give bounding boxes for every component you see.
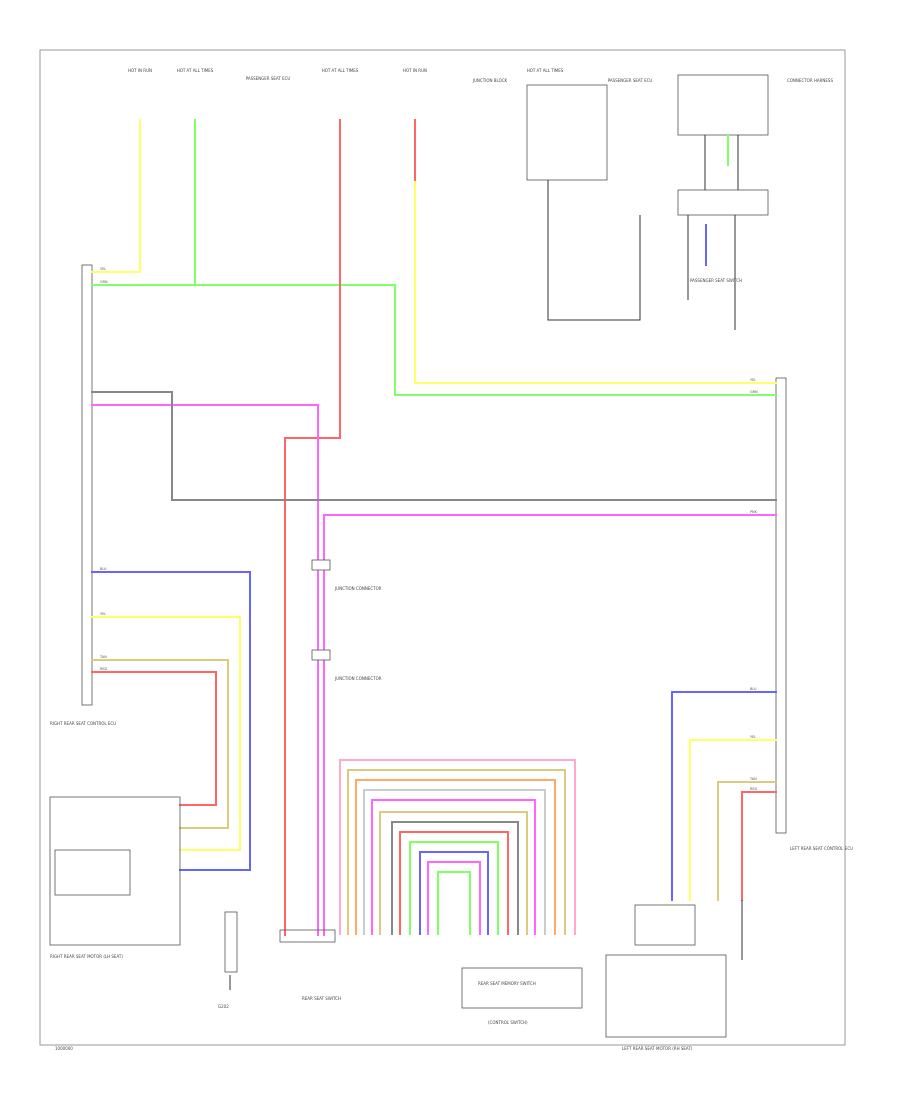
fuse-label: HOT IN RUN <box>128 68 152 73</box>
wire-code-label: GRN <box>750 390 758 394</box>
wire-code-label: TAN <box>99 655 107 659</box>
wire-yellow-top <box>91 119 141 273</box>
wire-yellow-left <box>91 616 241 851</box>
wire-yellow-right <box>414 119 777 384</box>
wire-code-label: YEL <box>750 735 756 739</box>
fuse-label: CONNECTOR HARNESS <box>787 78 833 83</box>
fuse-label: JUNCTION BLOCK <box>472 78 508 83</box>
wire-code-label: GRN <box>100 280 108 284</box>
memory-module-box <box>677 74 769 136</box>
ground-label: G202 <box>218 1004 229 1009</box>
wire-green-main <box>91 284 777 396</box>
junction-connector-label: JUNCTION CONNECTOR <box>334 586 382 591</box>
wire-red-left <box>91 671 217 806</box>
fuse-label: PASSENGER SEAT ECU <box>246 76 291 81</box>
harness-loops <box>339 759 576 935</box>
right-seat-motor-box <box>49 796 181 946</box>
junction-connector-label: JUNCTION CONNECTOR <box>334 676 382 681</box>
fuse-label: HOT AT ALL TIMES <box>527 68 564 73</box>
wire-code-label: BLU <box>100 567 107 571</box>
diagram-border <box>39 49 846 1046</box>
wire-code-label: YEL <box>100 612 106 616</box>
wire-tan-right <box>717 781 777 901</box>
wire-pink-main <box>91 404 319 936</box>
wire-code-label: RED <box>100 667 107 671</box>
left-ecu-connector <box>81 264 93 706</box>
right-seat-motor-inner <box>54 849 131 896</box>
wire-code-label: RED <box>750 787 757 791</box>
right-seat-ecu-label: RIGHT REAR SEAT CONTROL ECU <box>50 721 116 726</box>
fuse-label: HOT AT ALL TIMES <box>322 68 359 73</box>
wire-yellow-right-low <box>689 739 777 901</box>
wire-grey-junction <box>91 391 777 501</box>
page-id: 1000000 <box>55 1046 73 1051</box>
ground-switch-box <box>224 911 238 973</box>
left-seat-ecu-label: LEFT REAR SEAT CONTROL ECU <box>790 846 853 851</box>
junction-block-box <box>526 84 608 181</box>
wire-red-right <box>741 791 777 901</box>
wire-code-label: TAN <box>749 777 757 781</box>
junction-connector-markers <box>311 559 331 661</box>
fuse-label: HOT IN RUN <box>403 68 427 73</box>
fuse-labels: HOT IN RUN HOT AT ALL TIMES PASSENGER SE… <box>128 68 833 83</box>
top-right-wires <box>547 135 739 330</box>
memory-switch-sub-label: (CONTROL SWITCH) <box>488 1020 528 1025</box>
right-seat-motor-label: RIGHT REAR SEAT MOTOR (LH SEAT) <box>50 954 123 959</box>
pass-seat-switch-label: PASSENGER SEAT SWITCH <box>690 278 742 283</box>
left-seat-motor-label: LEFT REAR SEAT MOTOR (RH SEAT) <box>622 1046 693 1051</box>
memory-switch-box <box>461 967 583 1009</box>
wire-blue-left <box>91 571 251 871</box>
wire-tan-left <box>91 659 229 829</box>
rear-seat-switch-label: REAR SEAT SWITCH <box>302 996 341 1001</box>
rear-seat-switch-connector <box>279 929 336 943</box>
wire-code-label: YEL <box>100 267 106 271</box>
wire-pink-right <box>323 514 777 936</box>
fuse-label: PASSENGER SEAT ECU <box>608 78 653 83</box>
wire-code-label: YEL <box>750 378 756 382</box>
left-seat-motor-inner <box>634 904 696 946</box>
fuse-label: HOT AT ALL TIMES <box>177 68 214 73</box>
memory-switch-label: REAR SEAT MEMORY SWITCH <box>478 981 536 986</box>
switch-box <box>677 189 769 216</box>
right-ecu-connector <box>775 377 787 834</box>
wire-code-label: PNK <box>750 510 758 514</box>
left-seat-motor-box <box>605 954 727 1038</box>
wire-blue-right <box>671 691 777 901</box>
wire-code-label: BLU <box>750 687 757 691</box>
wire-red-main <box>284 119 341 936</box>
